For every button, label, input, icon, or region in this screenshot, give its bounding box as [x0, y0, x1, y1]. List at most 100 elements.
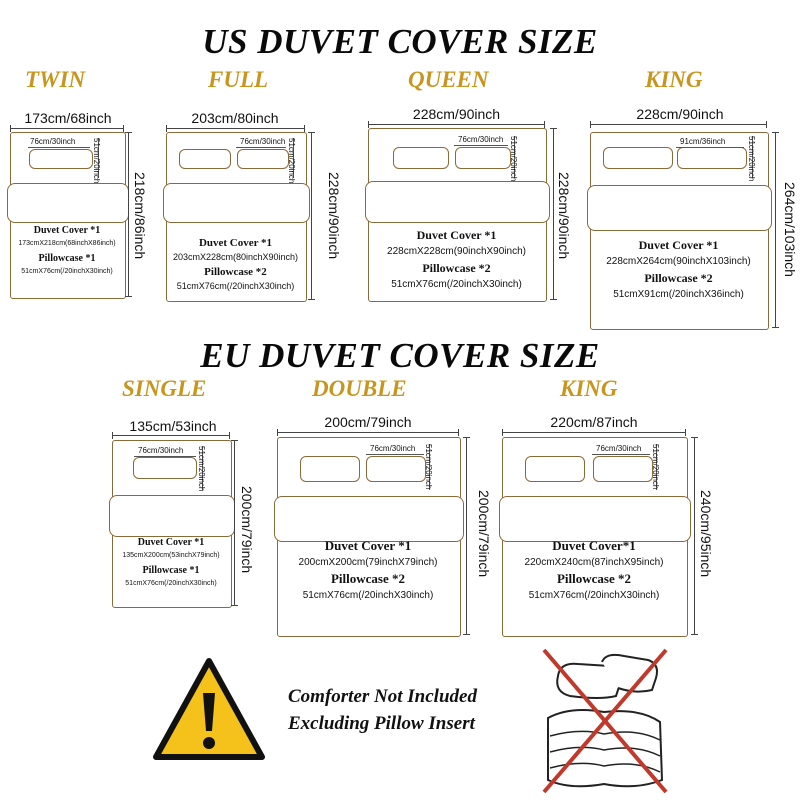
desc-double: Duvet Cover *1 200cmX200cm(79inchX79inch… [277, 538, 459, 601]
notice-pillow-insert: Excluding Pillow Insert [288, 713, 475, 734]
width-line-queen [368, 121, 545, 128]
warning-triangle-icon [153, 658, 265, 760]
cover-label-single: Duvet Cover *1 [137, 537, 205, 548]
pillow-width-eu-king: 76cm/30inch [596, 444, 642, 453]
width-label-twin: 173cm/68inch [24, 110, 112, 126]
pillow-width-line-queen [454, 145, 508, 146]
pillow-width-us-king: 91cm/36inch [680, 137, 726, 146]
pillow-height-line-single [202, 446, 203, 490]
pillow-height-full: 51cm/20inch [287, 138, 296, 184]
cover-dim-single: 135cmX200cm(53inchX79inch) [122, 552, 220, 559]
cover-dim-twin: 173cmX218cm(68inchX86inch) [18, 240, 116, 247]
pillowcase-label-full: Pillowcase *2 [204, 266, 267, 278]
height-line-eu-king [691, 437, 698, 635]
duvet-fold-twin [7, 183, 129, 223]
cover-dim-full: 203cmX228cm(80inchX90inch) [172, 252, 299, 262]
height-label-double: 200cm/79inch [476, 490, 492, 578]
height-line-full [308, 132, 315, 300]
pillow-width-double: 76cm/30inch [370, 444, 416, 453]
pillow-height-twin: 51cm/20inch [92, 138, 101, 184]
desc-eu-king: Duvet Cover*1 220cmX240cm(87inchX95inch)… [502, 538, 686, 601]
cover-label-full: Duvet Cover *1 [198, 237, 273, 249]
pillowcase-dim-queen: 51cmX76cm(/20inchX30inch) [391, 279, 522, 290]
pillow-height-double: 51cm/20inch [424, 444, 433, 490]
duvet-fold-us-king [587, 185, 772, 231]
width-line-us-king [590, 121, 767, 128]
height-label-full: 228cm/90inch [326, 172, 342, 260]
pillow-twin [29, 149, 93, 169]
size-name-full: FULL [208, 67, 269, 92]
size-name-us-king: KING [645, 67, 703, 92]
pillowcase-label-twin: Pillowcase *1 [38, 253, 96, 264]
width-label-single: 135cm/53inch [129, 418, 217, 434]
bed-full [163, 132, 310, 302]
pillow-width-single: 76cm/30inch [138, 446, 184, 455]
pillow-width-line-double [366, 454, 424, 455]
pillowcase-dim-us-king: 51cmX91cm(/20inchX36inch) [613, 289, 744, 300]
desc-us-king: Duvet Cover *1 228cmX264cm(90inchX103inc… [590, 238, 767, 300]
duvet-fold-queen [365, 181, 550, 223]
pillowcase-label-single: Pillowcase *1 [142, 565, 200, 576]
pillow-height-queen: 51cm/20inch [509, 136, 518, 182]
cover-dim-queen: 228cmX228cm(90inchX90inch) [387, 246, 526, 257]
pillowcase-label-us-king: Pillowcase *2 [644, 271, 713, 285]
width-line-double [277, 429, 459, 436]
cover-label-twin: Duvet Cover *1 [33, 225, 101, 236]
bed-queen [365, 128, 550, 302]
pillow-height-line-double [429, 444, 430, 490]
pillow-height-line-eu-king [656, 444, 657, 490]
width-line-full [166, 125, 305, 132]
pillow-width-line-eu-king [592, 454, 650, 455]
pillow-full-left [179, 149, 231, 169]
duvet-fold-eu-king [499, 496, 691, 542]
pillow-queen-left [393, 147, 449, 169]
duvet-fold-double [274, 496, 464, 542]
width-line-twin [10, 125, 124, 132]
pillow-us-king-right [677, 147, 747, 169]
us-section-title: US DUVET COVER SIZE [202, 22, 598, 61]
pillowcase-dim-double: 51cmX76cm(/20inchX30inch) [302, 590, 434, 601]
width-label-double: 200cm/79inch [324, 414, 412, 430]
bed-eu-king [499, 437, 691, 637]
pillow-eu-king-left [525, 456, 585, 482]
cover-label-us-king: Duvet Cover *1 [638, 238, 719, 252]
height-line-single [231, 440, 238, 606]
notice-comforter: Comforter Not Included [288, 686, 477, 707]
pillow-double-left [300, 456, 360, 482]
pillowcase-label-queen: Pillowcase *2 [422, 261, 491, 275]
height-line-double [463, 437, 470, 635]
width-label-queen: 228cm/90inch [412, 106, 501, 122]
pillow-height-line-twin [98, 138, 99, 178]
bed-double [274, 437, 464, 637]
size-name-queen: QUEEN [408, 67, 489, 92]
pillow-height-line-queen [514, 136, 515, 178]
pillow-full-right [237, 149, 289, 169]
pillow-height-line-us-king [752, 136, 753, 178]
desc-twin: Duvet Cover *1 173cmX218cm(68inchX86inch… [10, 225, 124, 275]
width-line-eu-king [502, 429, 686, 436]
height-label-queen: 228cm/90inch [556, 172, 572, 260]
duvet-fold-single [109, 495, 235, 537]
bed-us-king [587, 132, 772, 330]
size-name-eu-king: KING [560, 376, 618, 401]
cover-label-eu-king: Duvet Cover*1 [552, 538, 636, 553]
width-label-full: 203cm/80inch [191, 110, 279, 126]
pillowcase-dim-twin: 51cmX76cm(/20inchX30inch) [21, 268, 113, 275]
pillow-width-twin: 76cm/30inch [30, 137, 76, 146]
pillow-width-line-single [134, 456, 196, 457]
height-label-eu-king: 240cm/95inch [698, 490, 714, 578]
bed-single [109, 440, 235, 608]
height-label-twin: 218cm/86inch [132, 172, 148, 260]
eu-section-title: EU DUVET COVER SIZE [200, 336, 600, 375]
pillow-double-right [366, 456, 426, 482]
pillow-width-queen: 76cm/30inch [458, 135, 504, 144]
size-name-single: SINGLE [122, 376, 207, 401]
desc-full: Duvet Cover *1 203cmX228cm(80inchX90inch… [166, 237, 305, 291]
height-line-us-king [772, 132, 779, 328]
cover-dim-us-king: 228cmX264cm(90inchX103inch) [606, 256, 751, 267]
width-label-eu-king: 220cm/87inch [550, 414, 638, 430]
pillowcase-dim-single: 51cmX76cm(/20inchX30inch) [125, 580, 217, 587]
pillow-width-full: 76cm/30inch [240, 137, 286, 146]
cover-dim-eu-king: 220cmX240cm(87inchX95inch) [524, 557, 664, 568]
pillowcase-label-double: Pillowcase *2 [330, 571, 405, 586]
